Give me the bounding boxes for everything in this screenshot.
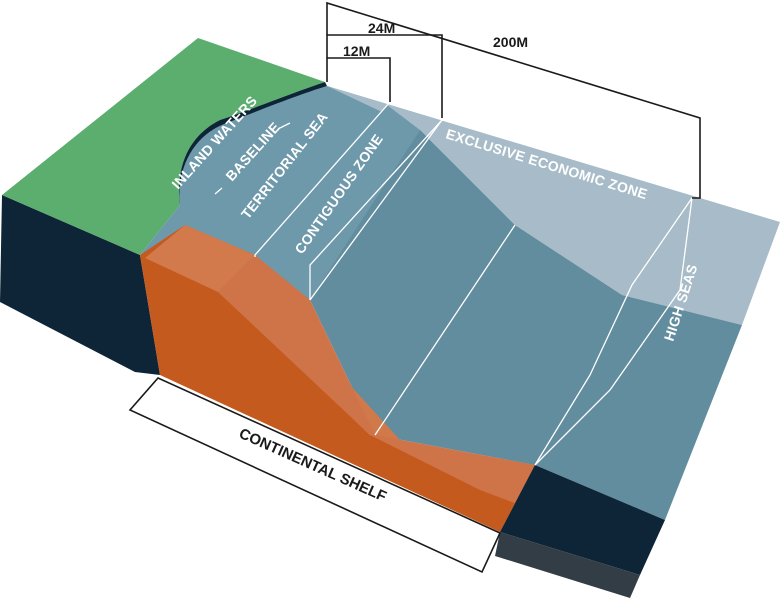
territorial-boundary [254, 101, 391, 257]
land-cliff-face [0, 195, 160, 375]
bracket-12m [326, 57, 391, 102]
abyss-block [500, 465, 665, 575]
seabed-line-2 [374, 224, 516, 436]
measure-12m: 12M [343, 43, 370, 59]
sea-surface-far [327, 86, 780, 325]
measure-24m: 24M [368, 20, 395, 36]
continental-shelf-bracket [128, 377, 502, 574]
bracket-24m [326, 34, 443, 118]
bracket-200m [326, 1, 701, 199]
sea-surface-contiguous [255, 105, 420, 300]
eez-boundary [534, 197, 693, 466]
measure-200m: 200M [493, 34, 528, 50]
sea-surface-mid [310, 130, 742, 520]
shelf-slope-highlight [218, 255, 535, 505]
abyss-bottom [495, 532, 640, 598]
baseline-pointer-2 [279, 122, 291, 129]
high-seas-boundary [534, 197, 693, 466]
seabed-line-1 [309, 119, 443, 301]
baseline-pointer [214, 187, 223, 195]
land-top [2, 38, 325, 255]
contiguous-boundary [309, 119, 443, 300]
zone-boundary-lines [254, 101, 693, 466]
shelf-highlight [145, 225, 255, 292]
measure-brackets [326, 1, 701, 199]
